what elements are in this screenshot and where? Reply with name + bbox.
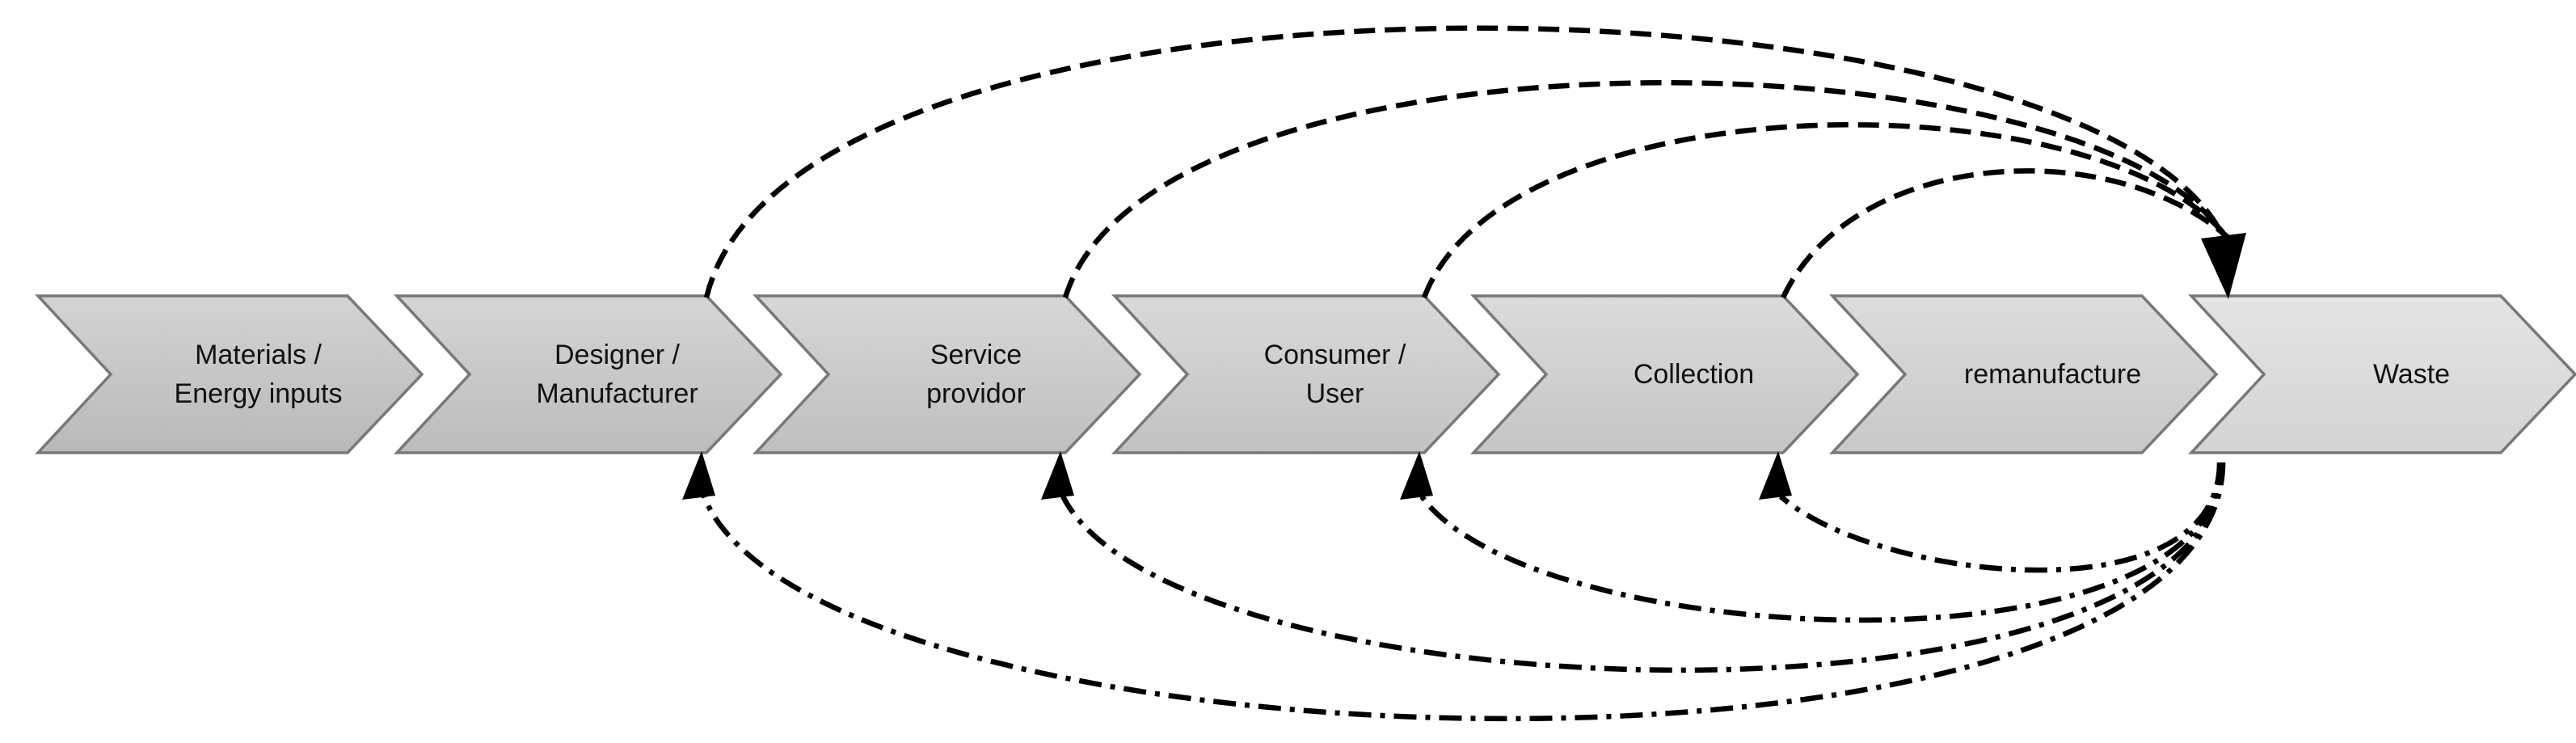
- top-feedback-arrow-from-consumer-user: [1421, 122, 2228, 299]
- bottom-return-arrows: [682, 451, 2226, 722]
- bottom-return-arrow-to-service-providor: [1060, 462, 2226, 673]
- stage-chevron-service-providor: [752, 294, 1142, 454]
- top-feedback-arrow-from-designer-manufacturer: [703, 25, 2224, 298]
- bottom-arrowhead-service-providor-icon: [1041, 451, 1074, 500]
- top-feedback-arrow-from-collection: [1781, 168, 2231, 299]
- bottom-return-arrow-to-collection: [1778, 462, 2223, 573]
- bottom-arrowhead-designer-manufacturer-icon: [682, 451, 715, 500]
- bottom-arrowhead-collection-icon: [1759, 451, 1792, 500]
- stage-chevron-materials-energy-inputs: [34, 294, 424, 454]
- top-feedback-arrow-from-service-providor: [1062, 80, 2226, 298]
- chevron-stages: [34, 294, 2576, 454]
- stage-chevron-designer-manufacturer: [393, 294, 783, 454]
- bottom-return-arrow-to-consumer-user: [1419, 462, 2224, 623]
- top-feedback-arrows: [703, 25, 2246, 299]
- stage-chevron-collection: [1469, 294, 1860, 454]
- stage-chevron-remanufacture: [1828, 294, 2219, 454]
- stage-chevron-waste: [2187, 294, 2576, 454]
- bottom-arrowhead-consumer-user-icon: [1400, 451, 1433, 500]
- top-converging-arrowhead-icon: [2201, 233, 2246, 299]
- bottom-return-arrow-to-designer-manufacturer: [701, 462, 2226, 722]
- stage-chevron-consumer-user: [1111, 294, 1501, 454]
